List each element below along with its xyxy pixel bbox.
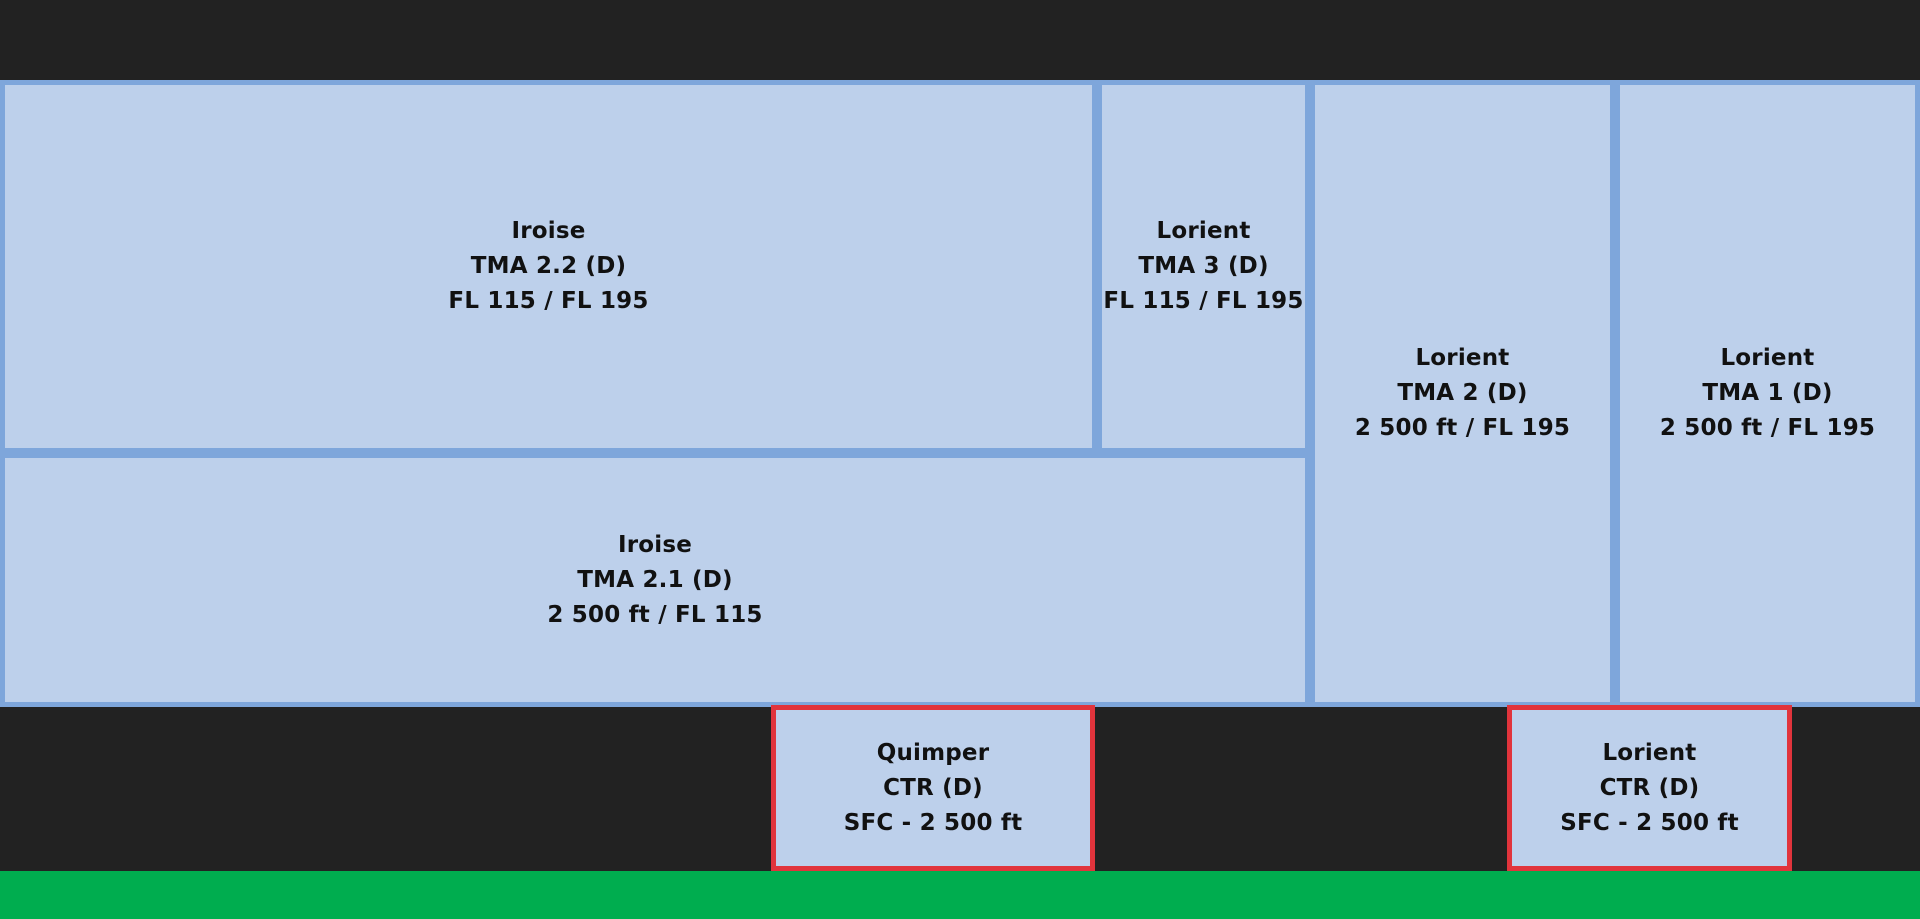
zone-label: Iroise TMA 2.1 (D) 2 500 ft / FL 115 (547, 528, 762, 633)
zone-class: TMA 3 (D) (1138, 253, 1269, 279)
zone-limits: FL 115 / FL 195 (1103, 288, 1304, 314)
zone-iroise-tma-2-1: Iroise TMA 2.1 (D) 2 500 ft / FL 115 (0, 453, 1310, 707)
zone-limits: 2 500 ft / FL 195 (1354, 415, 1571, 441)
zone-class: TMA 1 (D) (1702, 380, 1833, 406)
zone-name: Quimper (876, 739, 990, 766)
zone-lorient-ctr: Lorient CTR (D) SFC - 2 500 ft (1507, 705, 1792, 871)
zone-name: Lorient (1156, 218, 1251, 244)
zone-iroise-tma-2-2: Iroise TMA 2.2 (D) FL 115 / FL 195 (0, 80, 1097, 453)
zone-limits: SFC - 2 500 ft (1560, 809, 1739, 836)
zone-lorient-tma-3: Lorient TMA 3 (D) FL 115 / FL 195 (1097, 80, 1310, 453)
zone-limits: 2 500 ft / FL 195 (1659, 415, 1876, 441)
ground-surface (0, 871, 1920, 919)
zone-name: Iroise (617, 531, 693, 558)
zone-limits: FL 115 / FL 195 (448, 288, 649, 314)
zone-label: Iroise TMA 2.2 (D) FL 115 / FL 195 (448, 214, 648, 319)
zone-name: Lorient (1720, 345, 1815, 371)
zone-name: Lorient (1415, 345, 1510, 371)
zone-class: TMA 2.2 (D) (470, 253, 627, 279)
zone-class: CTR (D) (1599, 774, 1700, 801)
zone-class: CTR (D) (883, 774, 983, 801)
zone-class: TMA 2.1 (D) (577, 566, 733, 593)
zone-label: Quimper CTR (D) SFC - 2 500 ft (844, 736, 1023, 841)
zone-label: Lorient CTR (D) SFC - 2 500 ft (1560, 736, 1739, 841)
zone-name: Lorient (1602, 739, 1697, 766)
zone-label: Lorient TMA 2 (D) 2 500 ft / FL 195 (1355, 341, 1570, 446)
zone-limits: 2 500 ft / FL 115 (547, 601, 763, 628)
zone-quimper-ctr: Quimper CTR (D) SFC - 2 500 ft (771, 705, 1095, 871)
zone-limits: SFC - 2 500 ft (843, 809, 1023, 836)
zone-lorient-tma-2: Lorient TMA 2 (D) 2 500 ft / FL 195 (1310, 80, 1615, 707)
zone-name: Iroise (511, 218, 586, 244)
zone-lorient-tma-1: Lorient TMA 1 (D) 2 500 ft / FL 195 (1615, 80, 1920, 707)
zone-label: Lorient TMA 3 (D) FL 115 / FL 195 (1103, 214, 1303, 319)
zone-class: TMA 2 (D) (1397, 380, 1528, 406)
zone-label: Lorient TMA 1 (D) 2 500 ft / FL 195 (1660, 341, 1875, 446)
